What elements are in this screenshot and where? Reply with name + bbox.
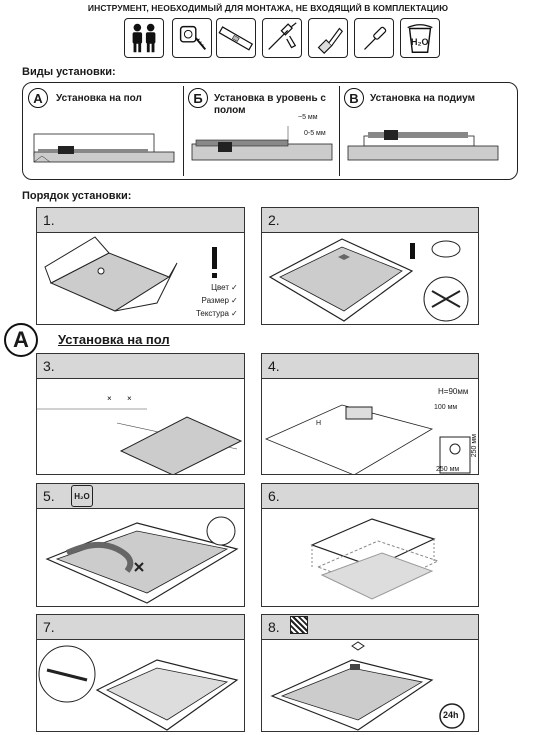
spirit-level-icon: [216, 18, 256, 58]
mesh-icon: [290, 616, 308, 634]
svg-text:×: ×: [107, 394, 112, 403]
h-mark: H: [316, 420, 322, 427]
variant-title: Установка на подиум: [370, 93, 475, 104]
two-people-icon: [124, 18, 164, 58]
unboxing-illustration: [44, 236, 217, 312]
check-icons: ✓ ✓ ✓: [231, 281, 238, 320]
step-number: 1.: [43, 212, 55, 228]
step-number: 2.: [268, 212, 280, 228]
section-title: Установка на пол: [58, 332, 170, 347]
step-card-5: 5. H₂O: [36, 483, 245, 607]
tape-measure-icon: [172, 18, 212, 58]
svg-text:×: ×: [127, 394, 132, 403]
drain-install-illustration: [264, 404, 471, 474]
check-item: Текстура: [195, 309, 229, 318]
variant-title: Установка на пол: [56, 93, 142, 104]
section-letter-a: А: [4, 323, 38, 357]
step-number: 6.: [268, 488, 280, 504]
timer-label: 24h: [443, 710, 459, 720]
step-card-7: 7.: [36, 614, 245, 732]
dim-label: 250 мм: [436, 466, 460, 473]
edge-sealing-illustration: [38, 645, 239, 731]
divider: [183, 86, 184, 176]
water-label: H₂O: [411, 37, 429, 47]
step-card-3: 3. ××: [36, 353, 245, 475]
dim-label: 0-5 мм: [304, 130, 326, 137]
variant-letter: Б: [188, 88, 208, 108]
check-icon: ✓: [231, 309, 238, 318]
order-title: Порядок установки:: [22, 190, 132, 202]
check-item: Размер: [201, 296, 230, 305]
floor-install-diagram: [33, 133, 175, 163]
step-number: 5.: [43, 488, 55, 504]
variant-title: Установка в уровень с полом: [214, 93, 326, 116]
install-types-title: Виды установки:: [22, 66, 116, 78]
check-icon: ✓: [231, 296, 238, 305]
check-icon: ✓: [231, 283, 238, 292]
step-number: 4.: [268, 358, 280, 374]
dim-label: ~5 мм: [298, 114, 318, 121]
step-number: 8.: [268, 619, 280, 635]
screwdriver-icon: [354, 18, 394, 58]
water-bucket-icon: H₂O: [71, 485, 93, 507]
podium-install-diagram: [347, 130, 499, 161]
dim-label: 100 мм: [434, 404, 458, 411]
tools-header: ИНСТРУМЕНТ, НЕОБХОДИМЫЙ ДЛЯ МОНТАЖА, НЕ …: [87, 3, 449, 13]
step-card-2: 2.: [261, 207, 479, 325]
step-card-8: 8. 24h: [261, 614, 479, 732]
variant-floor: А Установка на пол: [28, 86, 178, 178]
step-card-1: 1. Цвет Размер Текстура ✓ ✓ ✓: [36, 207, 245, 325]
step-card-4: 4. H=90мм 100 мм 250 мм 250 мм H: [261, 353, 479, 475]
variant-podium: В Установка на подиум: [344, 86, 514, 178]
height-label: H=90мм: [438, 387, 469, 396]
checklist: Цвет Размер Текстура: [187, 281, 229, 320]
step-card-6: 6.: [261, 483, 479, 607]
level-check-illustration: [45, 516, 239, 604]
variant-letter: А: [28, 88, 48, 108]
marking-illustration: ××: [37, 394, 243, 474]
flush-install-diagram: [191, 126, 333, 161]
step-number: 3.: [43, 358, 55, 374]
divider: [339, 86, 340, 176]
putty-knife-icon: [308, 18, 348, 58]
water-bucket-icon: H₂O: [400, 18, 440, 58]
check-item: Цвет: [211, 283, 229, 292]
variant-flush: Б Установка в уровень с полом ~5 мм 0-5 …: [188, 86, 336, 178]
cleaning-illustration: [270, 641, 465, 731]
tray-inspection-illustration: [268, 238, 469, 322]
sealant-illustration: [310, 518, 440, 600]
caulk-gun-icon: [262, 18, 302, 58]
dim-label: 250 мм: [471, 434, 478, 458]
step-number: 7.: [43, 619, 55, 635]
install-types-panel: [22, 82, 518, 180]
variant-letter: В: [344, 88, 364, 108]
